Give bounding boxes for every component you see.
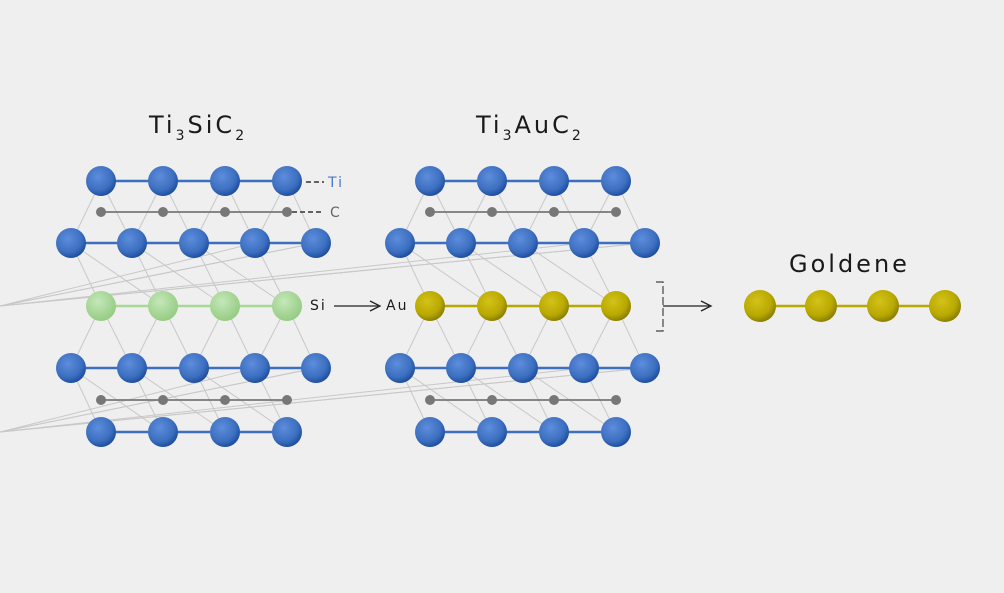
grid-line xyxy=(460,242,555,307)
ti-row-atom xyxy=(569,353,599,383)
goldene-row-atom xyxy=(929,290,961,322)
ti-row-atom xyxy=(508,228,538,258)
ti-row-atom xyxy=(86,166,116,196)
c-atom xyxy=(611,207,621,217)
grid-line xyxy=(193,242,288,307)
ti-row-atom xyxy=(56,228,86,258)
ti-row-atom xyxy=(630,228,660,258)
c-atom xyxy=(282,207,292,217)
ti-row-atom xyxy=(385,353,415,383)
c-atom xyxy=(158,207,168,217)
ti-row-atom xyxy=(569,228,599,258)
grid-line xyxy=(399,242,493,307)
ti-row-atom xyxy=(477,417,507,447)
ti-row-atom xyxy=(601,417,631,447)
ti-row-atom xyxy=(179,353,209,383)
ti-row-atom xyxy=(272,166,302,196)
atoms xyxy=(56,166,961,447)
ti-row-atom xyxy=(601,166,631,196)
c-atom xyxy=(282,395,292,405)
goldene-row-atom xyxy=(744,290,776,322)
grid-line xyxy=(522,242,617,307)
si-row-atom xyxy=(86,291,116,321)
ti-row-atom xyxy=(148,417,178,447)
c-atom xyxy=(220,207,230,217)
title-goldene: Goldene xyxy=(789,250,910,278)
ti-row-atom xyxy=(301,353,331,383)
c-atom xyxy=(549,207,559,217)
ti-row-atom xyxy=(508,353,538,383)
etch-arrow-head xyxy=(700,300,713,312)
ti-row-atom xyxy=(148,166,178,196)
grid-line xyxy=(0,242,256,307)
ti-row-atom xyxy=(179,228,209,258)
ti-row-atom xyxy=(117,228,147,258)
goldene-row-atom xyxy=(805,290,837,322)
au-row-atom xyxy=(601,291,631,321)
ti-row-atom xyxy=(539,166,569,196)
ti-row-atom xyxy=(272,417,302,447)
ti-row-atom xyxy=(56,353,86,383)
c-atom xyxy=(220,395,230,405)
grid-line xyxy=(131,242,226,307)
ti-row-atom xyxy=(446,353,476,383)
ti-row-atom xyxy=(86,417,116,447)
c-label: C xyxy=(330,205,342,221)
au-row-atom xyxy=(477,291,507,321)
title-ti3auc2: Ti3AuC2 xyxy=(475,111,584,144)
ti-label: Ti xyxy=(327,175,344,191)
c-atom xyxy=(487,395,497,405)
ti-row-atom xyxy=(477,166,507,196)
si-row-atom xyxy=(148,291,178,321)
c-atom xyxy=(549,395,559,405)
si-row-atom xyxy=(272,291,302,321)
ti-row-atom xyxy=(301,228,331,258)
grid-line xyxy=(70,242,164,307)
c-atom xyxy=(96,207,106,217)
ti-row-atom xyxy=(117,353,147,383)
ti-row-atom xyxy=(446,228,476,258)
au-layer-bracket xyxy=(656,281,664,332)
ti-row-atom xyxy=(240,228,270,258)
si-label: Si xyxy=(310,298,327,314)
ti-row-atom xyxy=(539,417,569,447)
ti-row-atom xyxy=(415,166,445,196)
ti-row-atom xyxy=(240,353,270,383)
ti-row-atom xyxy=(210,417,240,447)
ti-row-atom xyxy=(630,353,660,383)
au-row-atom xyxy=(539,291,569,321)
si-au-arrow-head xyxy=(369,300,382,312)
c-atom xyxy=(611,395,621,405)
c-atom xyxy=(158,395,168,405)
c-atom xyxy=(96,395,106,405)
ti-row-atom xyxy=(385,228,415,258)
ti-row-atom xyxy=(415,417,445,447)
title-ti3sic2: Ti3SiC2 xyxy=(148,111,247,144)
goldene-row-atom xyxy=(867,290,899,322)
c-atom xyxy=(425,395,435,405)
au-label: Au xyxy=(386,298,408,314)
si-row-atom xyxy=(210,291,240,321)
ti-row-atom xyxy=(210,166,240,196)
c-atom xyxy=(425,207,435,217)
c-atom xyxy=(487,207,497,217)
au-row-atom xyxy=(415,291,445,321)
